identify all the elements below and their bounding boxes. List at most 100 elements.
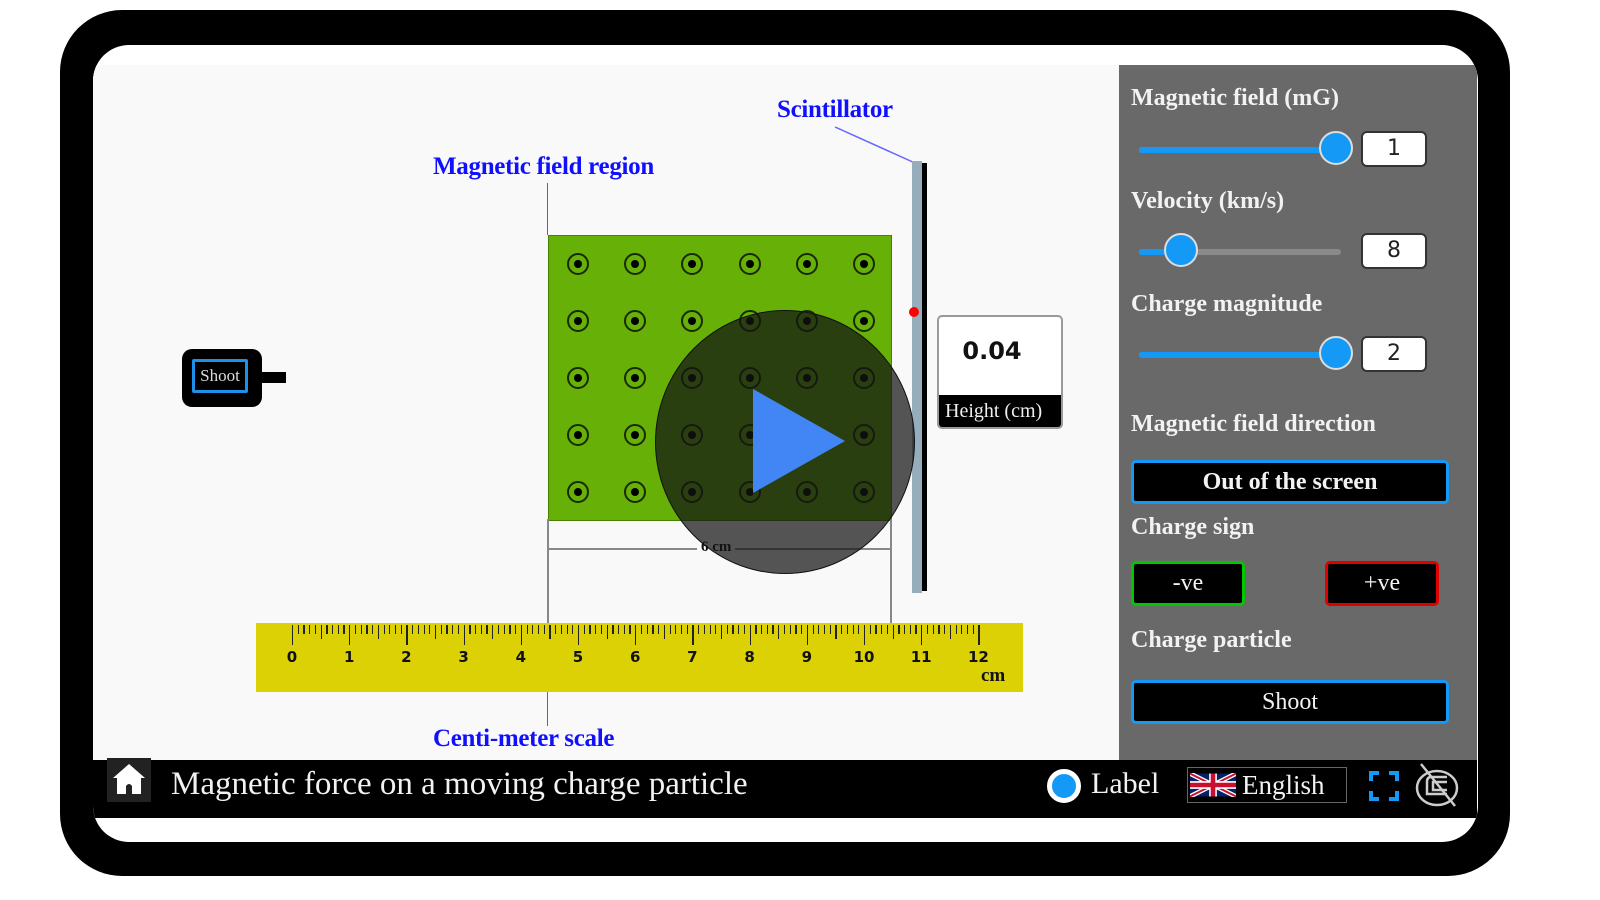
language-label: English	[1242, 770, 1325, 800]
ruler-tick	[509, 625, 511, 634]
ruler-tick	[389, 625, 391, 634]
ruler-tick	[526, 625, 528, 634]
footer-bar: Magnetic force on a moving charge partic…	[93, 758, 1477, 818]
ruler-tick	[881, 625, 883, 634]
slider-fill	[1139, 249, 1179, 255]
language-selector[interactable]: English	[1187, 767, 1347, 803]
ruler-number: 10	[853, 648, 875, 666]
ruler-tick	[635, 625, 637, 645]
ruler-tick	[332, 625, 334, 634]
ruler-tick	[354, 625, 357, 634]
slider-thumb[interactable]	[1164, 233, 1198, 267]
ruler-tick	[640, 625, 643, 634]
gun-shoot-button[interactable]: Shoot	[192, 359, 248, 393]
shoot-button[interactable]: Shoot	[1131, 680, 1449, 724]
ruler-tick	[875, 625, 877, 634]
ruler-tick	[829, 625, 831, 634]
charge-magnitude-input[interactable]: 2	[1361, 336, 1427, 372]
ruler-tick	[841, 625, 843, 634]
simulation-area: Magnetic field region Scintillator Centi…	[93, 65, 1119, 760]
ruler-tick	[698, 625, 700, 634]
label-toggle-text[interactable]: Label	[1091, 767, 1160, 800]
ruler-tick	[835, 625, 837, 639]
ruler-tick	[292, 625, 294, 645]
ruler-tick	[812, 625, 814, 634]
screen: Magnetic field region Scintillator Centi…	[93, 45, 1478, 842]
ruler-tick	[492, 625, 494, 639]
field-out-of-screen-icon	[738, 253, 761, 275]
ruler-tick	[658, 625, 660, 634]
ruler-tick	[337, 625, 339, 634]
ruler-tick	[663, 625, 665, 639]
ruler-tick	[515, 625, 517, 634]
height-value: 0.04	[962, 337, 1022, 365]
velocity-slider[interactable]	[1139, 233, 1341, 267]
ruler-tick	[475, 625, 477, 634]
ruler-tick	[606, 625, 608, 639]
charge-magnitude-slider[interactable]	[1139, 336, 1353, 370]
ruler-tick	[680, 625, 683, 634]
ruler-tick	[818, 625, 820, 634]
field-out-of-screen-icon	[624, 481, 647, 503]
ruler-tick	[623, 625, 625, 634]
velocity-input[interactable]: 8	[1361, 233, 1427, 269]
ruler-tick	[417, 625, 420, 634]
slider-thumb[interactable]	[1319, 131, 1353, 165]
ruler-tick	[394, 625, 397, 634]
positive-charge-button[interactable]: +ve	[1325, 561, 1439, 606]
ruler-number: 11	[910, 648, 932, 666]
ruler-tick	[715, 625, 717, 634]
ruler-tick	[692, 625, 694, 645]
ruler-tick	[612, 625, 614, 634]
ruler-tick	[383, 625, 385, 634]
ruler-tick	[743, 625, 746, 634]
ruler-tick	[618, 625, 620, 634]
slider-fill	[1139, 147, 1341, 153]
ruler-tick	[909, 625, 911, 634]
field-out-of-screen-icon	[567, 367, 589, 389]
ruler-tick	[360, 625, 362, 634]
ruler-tick	[778, 625, 780, 639]
field-region-pointer	[547, 183, 548, 235]
ruler-tick	[366, 625, 368, 634]
field-out-of-screen-icon	[624, 253, 647, 275]
play-icon[interactable]	[753, 389, 845, 493]
ruler-tick	[652, 625, 654, 634]
ruler-number: 6	[629, 648, 641, 666]
ruler-tick	[732, 625, 734, 634]
field-direction-button[interactable]: Out of the screen	[1131, 460, 1449, 504]
centimeter-scale-label: Centi-meter scale	[433, 725, 615, 752]
ruler-tick	[806, 625, 808, 645]
field-out-of-screen-icon	[624, 424, 647, 446]
ruler-unit: cm	[981, 665, 1006, 686]
magnetic-field-input[interactable]: 1	[1361, 131, 1427, 167]
slider-thumb[interactable]	[1319, 336, 1353, 370]
app: Magnetic field region Scintillator Centi…	[93, 65, 1477, 818]
measure-left-line	[547, 519, 549, 623]
label-toggle-radio[interactable]	[1047, 769, 1081, 803]
ruler-tick	[480, 625, 482, 634]
ruler-tick	[566, 625, 568, 634]
magnetic-field-slider[interactable]	[1139, 131, 1353, 165]
slider-fill	[1139, 352, 1341, 358]
measure-right-line	[890, 519, 892, 623]
ruler-tick	[440, 625, 442, 634]
negative-charge-button[interactable]: -ve	[1131, 561, 1245, 606]
ruler-tick	[646, 625, 648, 634]
ruler-tick	[549, 625, 551, 639]
height-readout: 0.04 Height (cm)	[937, 315, 1063, 429]
ruler-number: 0	[286, 648, 298, 666]
fullscreen-icon[interactable]	[1369, 771, 1399, 801]
ruler-tick	[709, 625, 711, 634]
gun-nozzle	[260, 372, 286, 383]
no-sleep-icon[interactable]	[1413, 762, 1461, 810]
ruler-tick	[497, 625, 500, 634]
ruler-tick	[349, 625, 351, 645]
scintillator-label: Scintillator	[777, 96, 893, 123]
home-icon	[113, 764, 145, 794]
ruler-tick	[469, 625, 471, 634]
ruler-tick	[463, 625, 465, 645]
home-button[interactable]	[107, 758, 151, 802]
scale-pointer	[547, 692, 548, 726]
scintillator-backing	[922, 163, 927, 591]
